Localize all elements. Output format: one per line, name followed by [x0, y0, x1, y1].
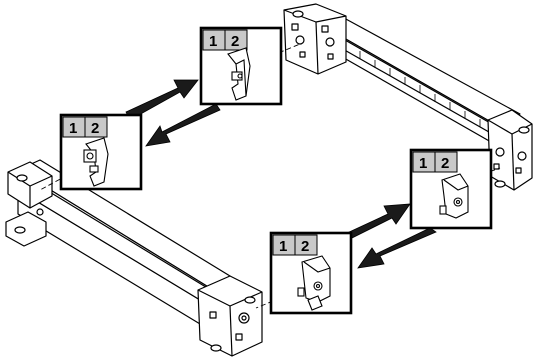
step-label-2: 2 — [231, 33, 239, 50]
step-label-cell — [84, 116, 108, 138]
step-label-cell — [294, 234, 318, 256]
step-label-2: 2 — [441, 155, 449, 172]
step-label-1: 1 — [209, 33, 217, 50]
bracket-detail — [439, 173, 469, 219]
detail-callout-left: 1 2 — [59, 113, 143, 191]
front-rail — [17, 159, 231, 331]
detail-callout-right: 1 2 — [409, 148, 493, 230]
step-label-1: 1 — [69, 120, 77, 137]
bracket-detail — [297, 255, 331, 311]
bracket-detail — [83, 137, 109, 187]
detail-callout-lower-right: 1 2 — [269, 231, 353, 315]
arrow-left-lower-icon — [357, 227, 437, 269]
step-label-1: 1 — [419, 155, 427, 172]
step-label-cell — [224, 29, 248, 51]
step-label-1: 1 — [279, 238, 287, 255]
corner-block-back-left — [283, 3, 347, 75]
step-label-2: 2 — [301, 238, 309, 255]
step-label-2: 2 — [91, 120, 99, 137]
corner-block-back-right — [487, 109, 533, 191]
back-rail — [317, 5, 521, 147]
arrow-left-upper-icon — [145, 103, 221, 147]
corner-block-front-right — [197, 275, 263, 357]
step-label-cell — [434, 151, 458, 173]
bracket-detail — [227, 47, 251, 101]
detail-callout-upper-left: 1 2 — [199, 26, 283, 106]
corner-block-front-left — [5, 161, 53, 247]
